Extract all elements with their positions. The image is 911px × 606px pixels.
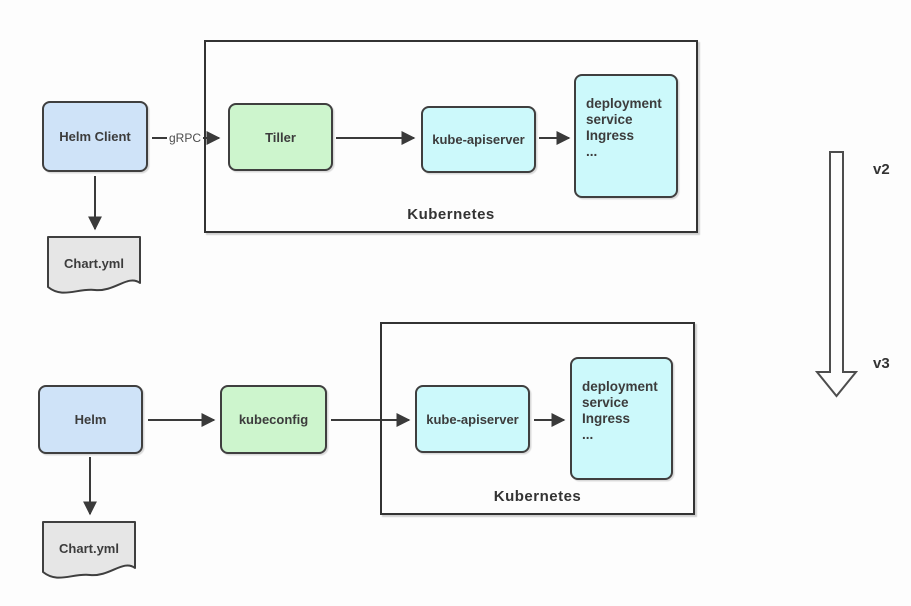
kube-apiserver-node-v3: kube-apiserver [415, 385, 530, 453]
cluster-resources-node-v2: deployment service Ingress ... [574, 74, 678, 198]
cluster-resources-label-v3: deployment service Ingress ... [582, 379, 658, 442]
kubernetes-cluster-v2: Kubernetes [204, 40, 698, 233]
cluster-resources-label-v2: deployment service Ingress ... [586, 96, 662, 159]
kube-apiserver-label-v3: kube-apiserver [426, 411, 519, 427]
chartyml-label-v3: Chart.yml [59, 541, 119, 556]
kube-apiserver-node-v2: kube-apiserver [421, 106, 536, 173]
tiller-label: Tiller [265, 129, 296, 145]
helm-client-label: Helm Client [59, 129, 131, 144]
kubernetes-label-v2: Kubernetes [407, 206, 495, 223]
grpc-edge-label: gRPC [167, 131, 204, 145]
kubernetes-label-v3: Kubernetes [493, 488, 582, 505]
kube-apiserver-label-v2: kube-apiserver [432, 132, 525, 147]
version-transition-arrow [814, 151, 859, 398]
cluster-resources-node-v3: deployment service Ingress ... [570, 357, 673, 480]
chartyml-label-v2: Chart.yml [64, 256, 124, 271]
helm-node: Helm [38, 385, 143, 454]
chartyml-document-shape-v3 [42, 521, 136, 579]
version-label-v3: v3 [873, 355, 890, 372]
kubernetes-cluster-v3: Kubernetes [380, 322, 695, 515]
kubeconfig-label: kubeconfig [238, 412, 309, 427]
kubeconfig-node: kubeconfig [220, 385, 327, 454]
helm-label: Helm [74, 412, 107, 427]
version-label-v2: v2 [873, 161, 890, 178]
chartyml-document-shape-v2 [47, 236, 141, 294]
tiller-node: Tiller [228, 103, 333, 171]
helm-client-node: Helm Client [42, 101, 148, 172]
